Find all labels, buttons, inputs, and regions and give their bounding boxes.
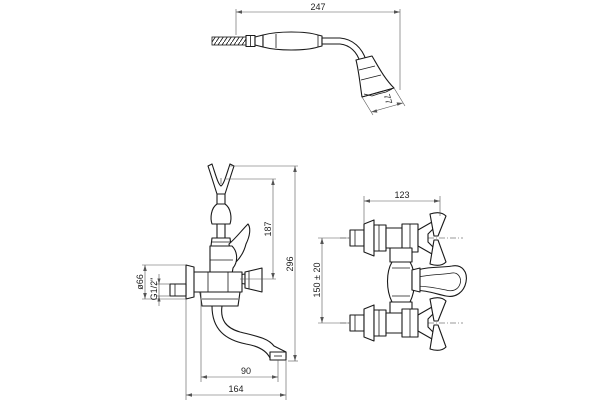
shower-neck	[321, 37, 367, 63]
lower-cross-handle	[401, 297, 447, 351]
dimension-123: 123	[363, 190, 441, 224]
dim-label-90: 90	[241, 366, 251, 376]
lower-inlet	[349, 304, 405, 342]
front-central-body	[386, 247, 416, 315]
dim-label-187: 187	[263, 221, 273, 236]
diverter-bulb	[210, 203, 232, 225]
front-view: 123 150 ± 20	[312, 190, 467, 351]
dim-label-164: 164	[228, 384, 243, 394]
dimension-296: 296	[230, 165, 298, 362]
dimension-90: 90	[200, 292, 279, 382]
dimension-pipe-diameter: ø66	[135, 264, 186, 300]
bath-spout	[211, 305, 287, 359]
mixer-main-body	[192, 271, 243, 293]
dim-label-247: 247	[310, 2, 325, 12]
shower-handle	[262, 31, 323, 51]
dim-label-pipe-diameter: ø66	[135, 274, 145, 290]
dimension-187: 187	[226, 178, 276, 280]
dimension-164: 164	[185, 299, 287, 400]
dim-label-77: 77	[382, 93, 394, 105]
hand-shower-view: 247 77	[211, 2, 406, 116]
dim-label-150: 150 ± 20	[312, 263, 322, 298]
side-view: 187 296 ø66 G1/2"	[135, 163, 298, 400]
dimension-247: 247	[235, 2, 401, 90]
dim-label-296: 296	[285, 256, 295, 271]
front-lever	[411, 265, 467, 297]
wall-flange	[185, 264, 195, 300]
shower-hose	[211, 36, 247, 46]
inlet-connector	[169, 283, 187, 297]
upper-cross-handle	[401, 212, 447, 266]
dim-label-123: 123	[394, 190, 409, 200]
dim-label-thread: G1/2"	[149, 278, 159, 301]
handle-ferrule	[254, 34, 264, 48]
dimension-150: 150 ± 20	[312, 237, 350, 324]
dimension-77: 77	[361, 87, 406, 116]
dimension-thread: G1/2"	[149, 274, 170, 306]
